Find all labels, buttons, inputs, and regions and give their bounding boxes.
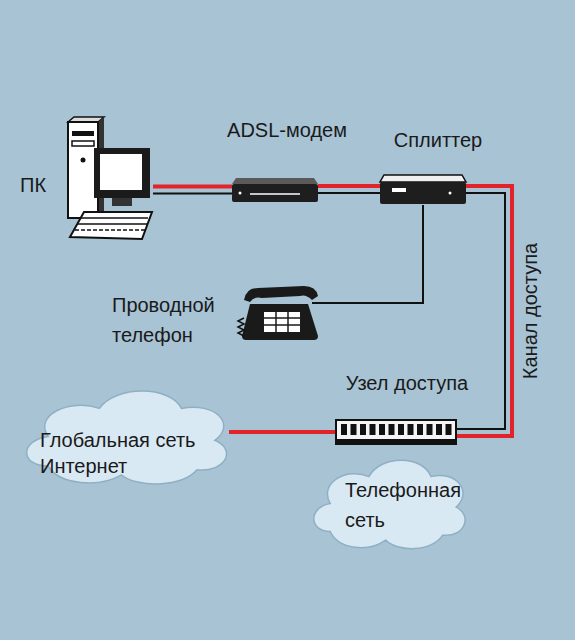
board-chip [398, 424, 404, 435]
pc-node: ПК [68, 120, 153, 242]
access-board-edge [336, 439, 456, 444]
phone-keypad [264, 312, 300, 332]
channel-label: Канал доступа [518, 221, 542, 401]
board-chip [389, 424, 395, 435]
phone-body [242, 304, 318, 340]
black-wire [318, 192, 380, 194]
tower-front [68, 122, 98, 218]
phone-node: Проводной телефон [240, 285, 312, 340]
phone-illustration [238, 286, 318, 340]
line-connector [318, 186, 380, 193]
board-chip [436, 424, 442, 435]
keypad-line [287, 312, 289, 332]
device-label: Сплиттер [358, 128, 518, 152]
power-button [81, 158, 86, 163]
line-connector [153, 187, 232, 194]
board-chip [360, 424, 366, 435]
red-wire [456, 186, 512, 436]
red-wire [153, 185, 232, 189]
drive-slot [72, 131, 94, 136]
board-chip [417, 424, 423, 435]
splitter-port [392, 188, 406, 192]
board-chip [427, 424, 433, 435]
keyboard [70, 212, 152, 239]
cloud-shape [314, 460, 465, 549]
device-label: ADSL-модем [207, 118, 367, 142]
board-chip [351, 424, 357, 435]
cloud-label: Глобальная сеть Интернет [40, 427, 220, 479]
drive-slot [72, 141, 94, 146]
cloud-shape [27, 391, 227, 484]
red-wire [229, 430, 336, 434]
splitter-led [449, 192, 452, 195]
modem-led [239, 192, 242, 195]
line-connector [456, 186, 512, 436]
red-wire [318, 184, 380, 188]
cloud-label: Телефонная сеть [345, 475, 471, 535]
keypad-line [264, 324, 300, 326]
pc-illustration [68, 117, 152, 239]
access-node: Узел доступа [336, 420, 456, 444]
splitter-node: Сплиттер [380, 175, 466, 205]
modem-illustration [232, 178, 318, 202]
splitter-top [380, 175, 466, 182]
modem-body [232, 184, 318, 202]
board-chip [446, 424, 452, 435]
modem-top [232, 178, 318, 184]
board-chip [408, 424, 414, 435]
line-connector [312, 205, 423, 303]
monitor-frame [94, 148, 150, 198]
black-wire [312, 205, 423, 303]
phone-network-cloud: Телефонная сеть [305, 440, 473, 562]
keyboard-keys [78, 223, 147, 225]
device-label: Проводной телефон [112, 290, 230, 350]
line-connector [229, 432, 336, 433]
phone-handset [244, 286, 318, 302]
access-board [336, 420, 456, 444]
board-chip [341, 424, 347, 435]
access-node-illustration [336, 420, 456, 444]
keypad-line [264, 317, 300, 319]
board-chip [370, 424, 376, 435]
modem-stripe [250, 193, 300, 195]
internet-cloud: Глобальная сеть Интернет [15, 370, 237, 498]
device-label: ПК [20, 173, 60, 197]
monitor-screen [100, 154, 142, 190]
monitor-stand [112, 198, 132, 206]
splitter-body [380, 182, 466, 204]
keypad-line [275, 312, 277, 332]
phone-cord [238, 318, 244, 336]
keyboard-keys [81, 217, 148, 219]
black-wire [153, 193, 232, 195]
modem-node: ADSL-модем [232, 178, 318, 203]
board-chip [379, 424, 385, 435]
keyboard-keys [75, 229, 145, 231]
device-label: Узел доступа [327, 371, 487, 395]
splitter-illustration [380, 175, 466, 204]
